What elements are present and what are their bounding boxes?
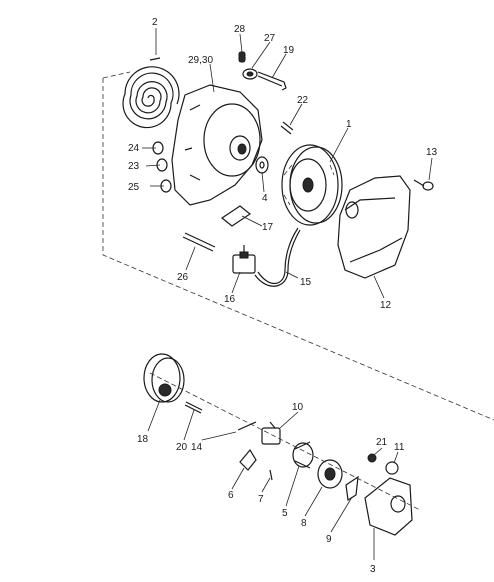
callout-22: 22	[297, 95, 309, 106]
screw	[182, 232, 216, 252]
plate	[364, 477, 413, 536]
callout-28: 28	[234, 24, 246, 35]
drum	[143, 353, 185, 403]
callout-10: 10	[292, 402, 304, 413]
bracket	[220, 205, 252, 227]
callout-5: 5	[282, 508, 288, 519]
callout-25: 25	[128, 182, 140, 193]
rewind-spring	[122, 57, 180, 129]
bolt	[257, 71, 287, 91]
callout-23: 23	[128, 161, 140, 172]
callout-15: 15	[300, 277, 312, 288]
pin	[238, 51, 246, 63]
callout-26: 26	[177, 272, 189, 283]
bolt	[184, 401, 203, 414]
callout-17: 17	[262, 222, 274, 233]
nut	[242, 68, 258, 80]
shaft-axis	[149, 372, 421, 511]
bearing	[317, 459, 343, 489]
clip	[239, 448, 257, 471]
starter-cover	[337, 175, 411, 279]
stud	[280, 121, 294, 135]
callout-20: 20	[176, 442, 188, 453]
nut	[385, 461, 399, 475]
switch	[232, 245, 256, 274]
sensor	[261, 421, 281, 445]
recoil-housing	[171, 84, 263, 206]
sleeve	[292, 441, 314, 469]
callout-6: 6	[228, 490, 234, 501]
callout-29-30: 29,30	[188, 55, 213, 66]
starter-pulley	[281, 144, 343, 226]
callout-18: 18	[137, 434, 149, 445]
callout-27: 27	[264, 33, 276, 44]
callout-9: 9	[326, 534, 332, 545]
callout-21: 21	[376, 437, 388, 448]
callout-2: 2	[152, 17, 158, 28]
callout-12: 12	[380, 300, 392, 311]
callout-7: 7	[258, 494, 264, 505]
assembly-outline	[102, 78, 494, 421]
callout-1: 1	[346, 119, 352, 130]
callout-11: 11	[394, 442, 405, 453]
callout-24: 24	[128, 143, 140, 154]
callout-4: 4	[262, 193, 268, 204]
washer	[255, 156, 269, 174]
callout-16: 16	[224, 294, 236, 305]
callout-3: 3	[370, 564, 376, 575]
spring	[345, 475, 359, 502]
wire	[237, 421, 257, 431]
callout-13: 13	[426, 147, 438, 158]
callout-19: 19	[283, 45, 295, 56]
callout-14: 14	[191, 442, 203, 453]
callout-8: 8	[301, 518, 307, 529]
leader-lines	[142, 28, 433, 560]
bolt	[367, 453, 377, 463]
cable	[254, 227, 301, 287]
screw	[413, 179, 434, 191]
pin	[269, 469, 273, 481]
